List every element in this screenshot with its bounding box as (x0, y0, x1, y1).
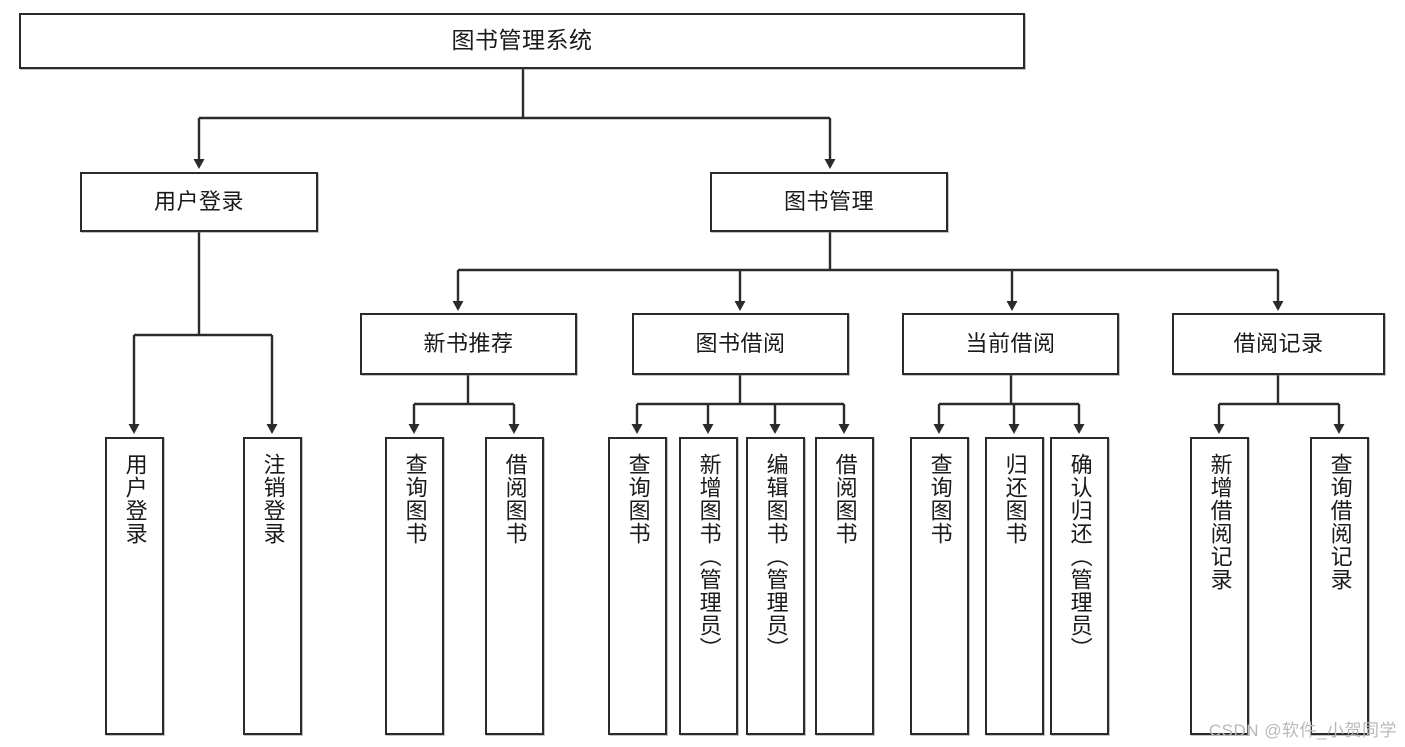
watermark-text: CSDN @软件_小贺同学 (1208, 721, 1397, 740)
leaf-user-login-label: 用户登录 (122, 453, 148, 545)
node-current-borrow-label: 当前借阅 (965, 331, 1056, 357)
node-new-book-recommend-label: 新书推荐 (423, 331, 514, 357)
leaf-query-books-current-label: 查询图书 (927, 453, 953, 545)
leaf-query-books-borrow-label: 查询图书 (625, 453, 651, 545)
leaf-logout[interactable]: 注销登录 (243, 437, 302, 735)
node-book-management-label: 图书管理 (783, 189, 874, 215)
leaf-add-book-admin-label: 新增图书（管理员） (696, 453, 722, 660)
leaf-confirm-return-admin-label: 确认归还（管理员） (1067, 453, 1093, 660)
node-book-borrow[interactable]: 图书借阅 (632, 313, 849, 375)
node-user-login-label: 用户登录 (153, 189, 244, 215)
leaf-borrow-books-label: 借阅图书 (832, 453, 858, 545)
leaf-query-borrow-record-label: 查询借阅记录 (1327, 453, 1353, 591)
leaf-return-books-label: 归还图书 (1002, 453, 1028, 545)
leaf-return-books[interactable]: 归还图书 (985, 437, 1044, 735)
leaf-borrow-books-recommend-label: 借阅图书 (502, 453, 528, 545)
node-user-login[interactable]: 用户登录 (80, 172, 318, 232)
leaf-add-borrow-record[interactable]: 新增借阅记录 (1190, 437, 1249, 735)
node-root[interactable]: 图书管理系统 (19, 13, 1025, 69)
node-book-borrow-label: 图书借阅 (695, 331, 786, 357)
leaf-borrow-books[interactable]: 借阅图书 (815, 437, 874, 735)
node-borrow-record-label: 借阅记录 (1233, 331, 1324, 357)
node-new-book-recommend[interactable]: 新书推荐 (360, 313, 577, 375)
leaf-query-books-recommend[interactable]: 查询图书 (385, 437, 444, 735)
node-current-borrow[interactable]: 当前借阅 (902, 313, 1119, 375)
node-borrow-record[interactable]: 借阅记录 (1172, 313, 1385, 375)
leaf-user-login[interactable]: 用户登录 (105, 437, 164, 735)
leaf-add-borrow-record-label: 新增借阅记录 (1207, 453, 1233, 591)
leaf-edit-book-admin-label: 编辑图书（管理员） (763, 453, 789, 660)
leaf-edit-book-admin[interactable]: 编辑图书（管理员） (746, 437, 805, 735)
node-root-label: 图书管理系统 (451, 27, 593, 54)
leaf-query-books-recommend-label: 查询图书 (402, 453, 428, 545)
leaf-query-books-borrow[interactable]: 查询图书 (608, 437, 667, 735)
leaf-borrow-books-recommend[interactable]: 借阅图书 (485, 437, 544, 735)
leaf-query-borrow-record[interactable]: 查询借阅记录 (1310, 437, 1369, 735)
leaf-confirm-return-admin[interactable]: 确认归还（管理员） (1050, 437, 1109, 735)
leaf-add-book-admin[interactable]: 新增图书（管理员） (679, 437, 738, 735)
node-book-management[interactable]: 图书管理 (710, 172, 948, 232)
leaf-logout-label: 注销登录 (260, 453, 286, 545)
leaf-query-books-current[interactable]: 查询图书 (910, 437, 969, 735)
